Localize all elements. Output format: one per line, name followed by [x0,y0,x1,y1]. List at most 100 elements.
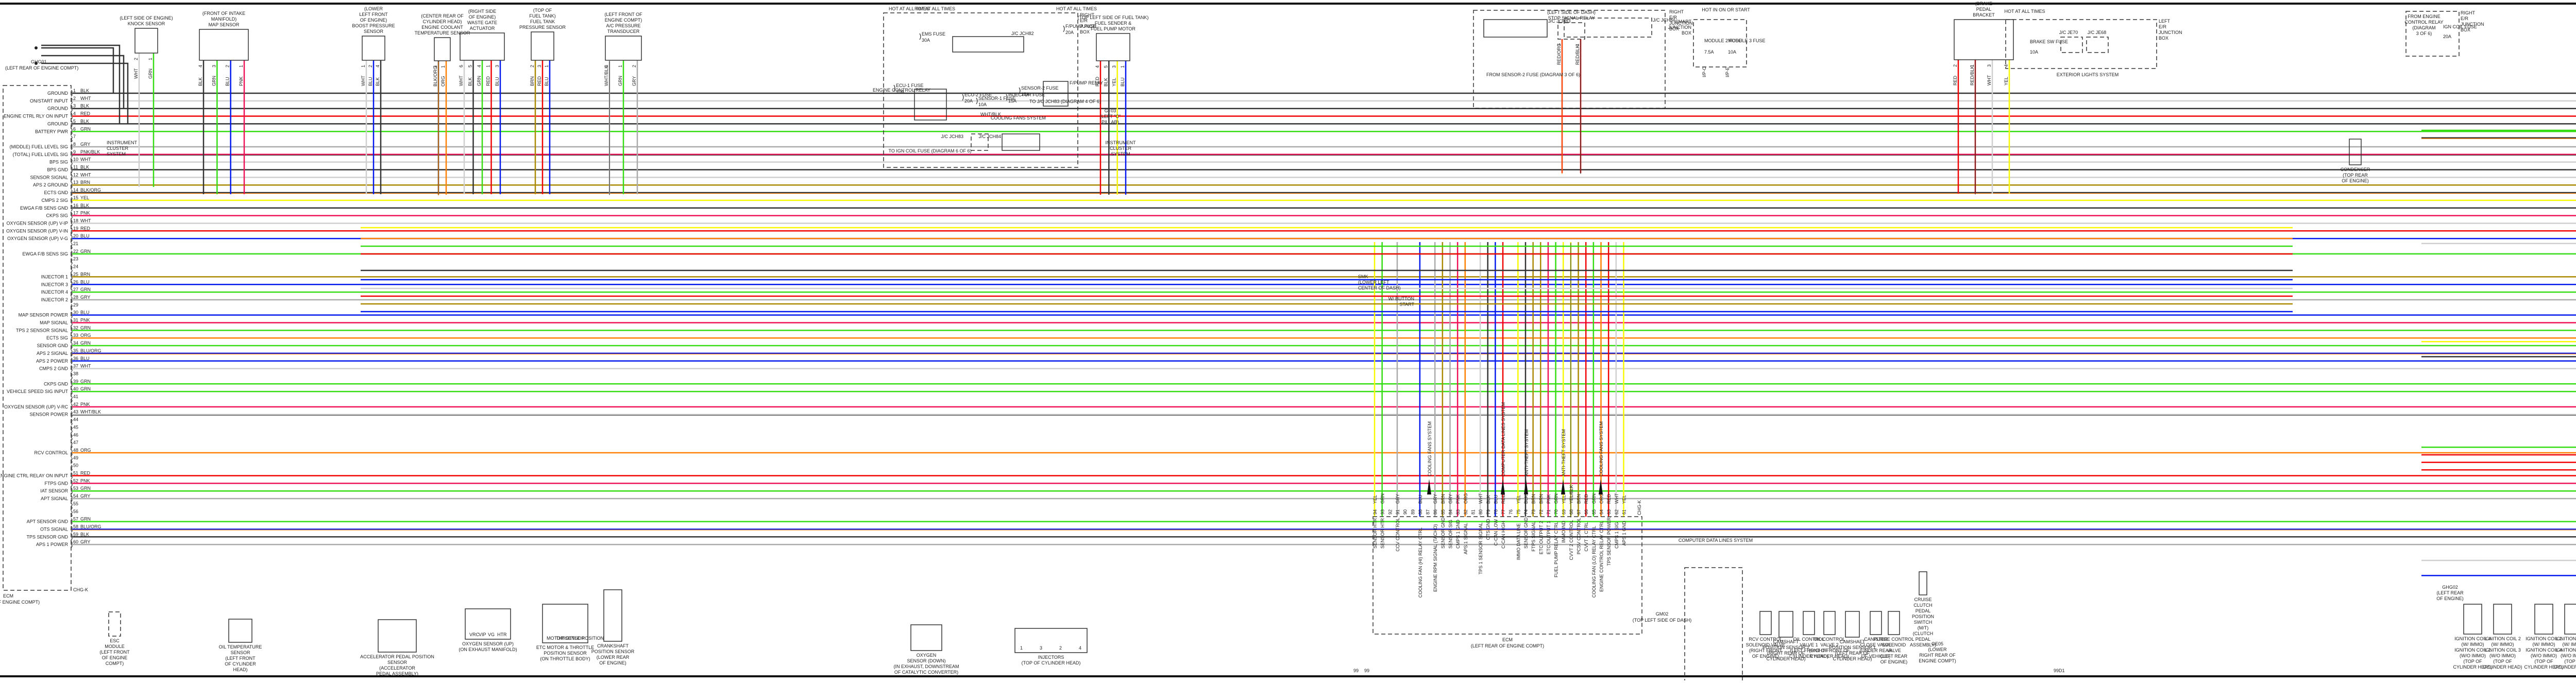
component-title: WASTE GATE [467,20,497,25]
note: SMK [1358,274,1368,279]
ecm-pin-number: 6 [73,126,76,131]
component-pin-wire: PNK [239,76,244,86]
component-title: (W/ IMMO) [2492,642,2514,647]
ecm-bottom-pin-number: 92 [1387,509,1393,515]
ecm-pin-wire-color: PNK [80,318,90,323]
component-title: (ACCELERATOR [379,665,415,671]
component-inner-label: VG [488,632,495,637]
note: WHT/BLK [980,112,1001,117]
component-pin-wire: WHT/BLK [604,65,609,86]
fuse-name: BRAKE SW FUSE [2030,39,2068,44]
component-title: LEFT FRONT [359,12,388,17]
ecm-pin-number: 48 [73,448,78,453]
ecm-bottom-pin-wire: WHT [1478,493,1483,504]
fuse-name: MODULE 3 FUSE [1728,38,1766,43]
ecm-bottom-pin-label: APS 1 GND [1621,521,1626,546]
ecm-pin-number: 50 [73,463,78,468]
component-coil4 [2464,604,2482,634]
component-pin-wire: RED [1953,75,1958,86]
component-pin-number: 3 [1987,64,1992,67]
ecm-pin-label: BPS SIG [49,160,68,165]
ecm-bottom-pin-wire: BLU [1493,494,1498,504]
component-title: SENSOR [387,660,408,665]
ecm-bottom-pin-wire: YEL [1621,495,1626,504]
relay-name: F/PUMP RELAY [1070,80,1103,86]
ecm-pin-number: 49 [73,455,78,460]
component-title: ENGINE COMPT) [1919,658,1956,663]
ecm-pin-number: 9 [73,149,76,155]
component-pin-wire: RED/ORG [1556,43,1562,65]
ecm-bottom-pin-number: 77 [1501,509,1506,515]
ecm-bottom-pin-wire: YEL/BLK [1569,485,1574,504]
ground-icon [35,46,38,49]
ecm-bottom-pin-number: 61 [1621,509,1626,515]
component-pin-wire: BLU [225,77,230,86]
component-fuelpump [1096,33,1130,61]
jc-label: J/C JCH84 [1653,18,1675,23]
ecm-bottom-pin-label: ETC OUTPUT 1 [1546,521,1551,554]
ecm-pin-label: (MIDDLE) FUEL LEVEL SIG [10,144,68,149]
ecm-left-connector: CHG-K [73,587,88,592]
ecm-pin-label: SENSOR GND [37,343,68,348]
component-title: (BRAKE [1975,1,1993,6]
component-pin-number: 4 [1095,65,1100,68]
ecm-pin-number: 12 [73,172,78,177]
component-pin-number: 1 [544,65,549,67]
component-title: (IN EXHAUST, DOWNSTREAM [893,664,959,669]
jc-jch82 [953,37,1024,52]
ecm-pin-wire-color: BLK [80,88,89,93]
component-pin-wire: BLU [495,77,500,86]
ecm-pin-label: INJECTOR 2 [41,297,68,302]
ecm-pin-wire-color: BLK [80,118,89,124]
junction-title: RIGHT [2461,10,2476,15]
component-pin-number: 2 [225,65,230,67]
component-title: (TOP OF CYLINDER HEAD) [1022,660,1081,665]
ecm-pin-wire-color: GRY [80,493,90,499]
ecm-bottom-pin-label: APS 1 SIGNAL [1463,523,1468,554]
ecm-bottom-pin-number: 70 [1554,509,1559,515]
component-title: POSITION SENSOR [591,649,635,654]
component-title: FUEL TANK [530,19,555,24]
fuse-rating: 20A [2443,34,2451,39]
ecm-bottom-arrow-label: COOLING FANS SYSTEM [1599,421,1604,476]
ecm-pin-wire-color: ORG [80,448,91,453]
component-title: OF CATALYTIC CONVERTER) [894,670,958,675]
ecm-bottom-pin-number: 71 [1546,509,1551,515]
jc-jch84-b [1564,18,1652,37]
ecm-pin-label: FTPS GND [44,481,68,486]
ecm-pin-wire-color: BLU/ORG [80,348,101,353]
ecm-pin-label: RCV CONTROL [34,450,68,455]
ecm-pin-label: OXYGEN SENSOR (UP) V-RC [4,404,69,409]
ecm-bottom-pin-wire: GRY [1433,494,1438,504]
ecm-pin-label: (TOTAL) FUEL LEVEL SIG [12,152,68,157]
component-coil3 [2565,604,2576,634]
fuse-name: F/PUMP FUSE [1065,24,1096,29]
ecm-pin-label: CKPS SIG [46,213,68,218]
ecm-bottom-pin-number: 80 [1478,509,1483,515]
ecm-pin-label: APS 2 POWER [36,358,69,364]
component-pin-wire: WHT [361,75,366,86]
page-number: 99 [1353,668,1359,673]
component-title: OF CYLINDER [225,661,256,667]
ecm-pin-number: 22 [73,249,78,254]
jc-label: J/C JCH82 [1011,31,1034,36]
ecm-bottom-pin-label: COOLING FAN (HI) RELAY CTRL [1418,527,1423,597]
ecm-pin-label: GROUND [47,106,68,111]
ecm-pin-wire-color: RED [80,471,91,476]
component-pin-number: 1 [148,58,153,60]
system-arrow-label: COMPUTER DATA LINES SYSTEM [1679,538,1753,543]
component-ocv2 [1824,611,1835,635]
component-title: (LEFT FRONT [225,656,256,661]
ecm-bottom-pin-wire: BLK [1523,495,1529,504]
ecm-pin-number: 35 [73,348,78,353]
component-title: CYLINDER HEAD) [422,19,462,24]
component-boost [362,36,385,60]
ecm-pin-wire-color: RED [80,226,91,231]
fuse-rating: 20A [1065,30,1074,35]
ecm-pin-number: 41 [73,394,78,399]
ecm-bottom-pin-wire: BLU [1418,494,1423,504]
fuse-icon [962,94,963,100]
component-title: (W/O IMMO) [2531,653,2557,658]
fuse-rating: 15A [1021,92,1029,97]
